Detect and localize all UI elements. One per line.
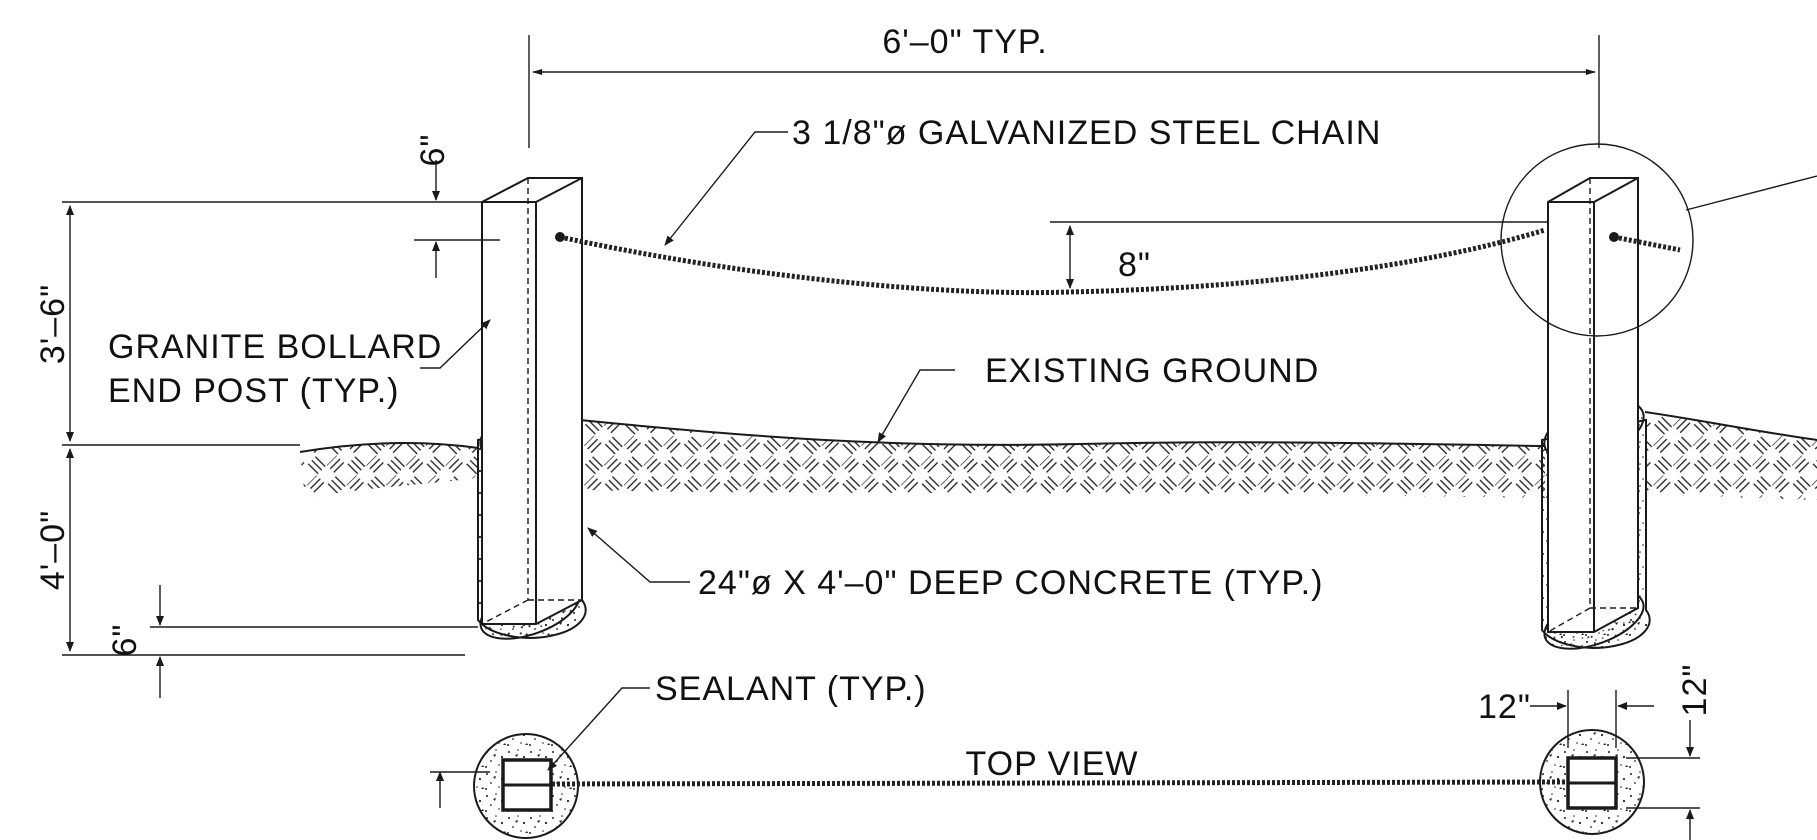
sealant-label: SEALANT (TYP.) bbox=[655, 670, 927, 708]
bollard-label-line1: GRANITE BOLLARD bbox=[108, 328, 442, 366]
sealant-leader bbox=[547, 687, 650, 771]
detail-callout-circle bbox=[1500, 143, 1694, 337]
above-grade-dim-label: 3'–6" bbox=[34, 284, 72, 364]
ground-label: EXISTING GROUND bbox=[985, 352, 1319, 390]
below-grade-dim-label: 4'–0" bbox=[34, 510, 72, 590]
concrete-leader bbox=[587, 527, 690, 583]
spacing-label: 6'–0" TYP. bbox=[882, 23, 1047, 61]
top-view-dimensions bbox=[430, 690, 1700, 840]
detail-callout-leader bbox=[1685, 175, 1817, 211]
concrete-label: 24"ø X 4'–0" DEEP CONCRETE (TYP.) bbox=[698, 564, 1323, 602]
spacing-dimension bbox=[528, 35, 1600, 148]
sag-dimension bbox=[1050, 221, 1548, 289]
top-view-label: TOP VIEW bbox=[965, 745, 1138, 783]
bollard-label-line2: END POST (TYP.) bbox=[108, 372, 399, 410]
left-granite-bollard bbox=[481, 177, 583, 625]
sag-label: 8" bbox=[1118, 246, 1151, 284]
post-top-dim-label: 6" bbox=[414, 134, 452, 167]
post-width-dim-label: 12" bbox=[1478, 688, 1531, 726]
ground-leader bbox=[877, 369, 955, 443]
chain-leader bbox=[664, 131, 788, 246]
chain-label: 3 1/8"ø GALVANIZED STEEL CHAIN bbox=[792, 114, 1381, 152]
post-depth-dim-label: 12" bbox=[1676, 664, 1714, 717]
right-granite-bollard bbox=[1547, 177, 1639, 633]
vertical-dimensions bbox=[62, 160, 500, 698]
bollard-leader bbox=[420, 319, 491, 369]
steel-chain bbox=[555, 227, 1681, 296]
existing-ground-hatch bbox=[299, 411, 1817, 500]
top-view bbox=[473, 729, 1645, 839]
footing-base-dim-label: 6" bbox=[106, 624, 144, 657]
